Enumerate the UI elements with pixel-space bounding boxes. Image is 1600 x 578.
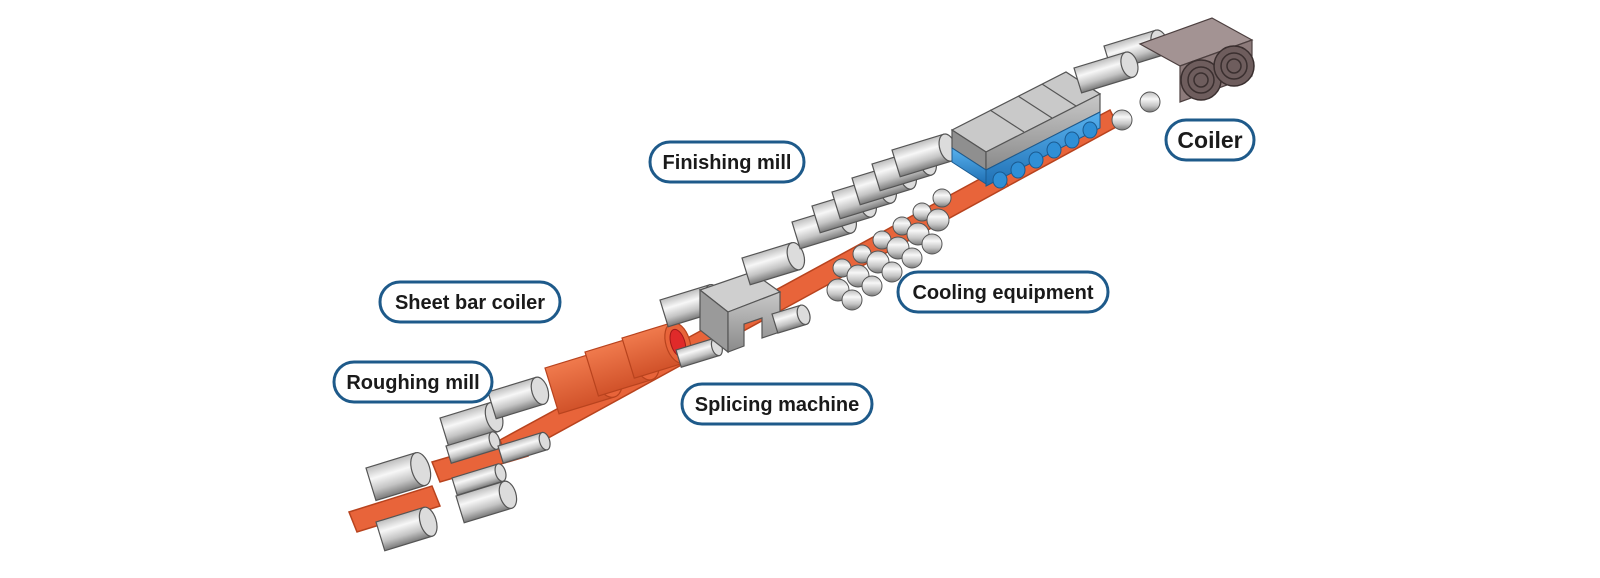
label-sheet-bar-coiler-text: Sheet bar coiler <box>395 292 545 314</box>
coiler <box>1073 17 1255 131</box>
sheet-bar-coiler <box>544 321 692 415</box>
label-cooling-equipment-text: Cooling equipment <box>912 282 1093 304</box>
label-splicing-machine-text: Splicing machine <box>695 394 859 416</box>
label-sheet-bar-coiler: Sheet bar coiler <box>378 280 562 324</box>
label-finishing-mill: Finishing mill <box>648 140 806 184</box>
roughing-mill-rolls <box>365 376 551 552</box>
label-finishing-mill-text: Finishing mill <box>663 152 792 174</box>
label-splicing-machine: Splicing machine <box>680 382 874 426</box>
label-coiler: Coiler <box>1164 118 1256 162</box>
cooling-equipment <box>950 71 1102 189</box>
splicing-machine <box>659 241 811 368</box>
label-roughing-mill: Roughing mill <box>332 360 494 404</box>
label-coiler-text: Coiler <box>1177 127 1242 153</box>
finishing-mill <box>791 133 958 311</box>
label-roughing-mill-text: Roughing mill <box>346 372 479 394</box>
label-cooling-equipment: Cooling equipment <box>896 270 1110 314</box>
